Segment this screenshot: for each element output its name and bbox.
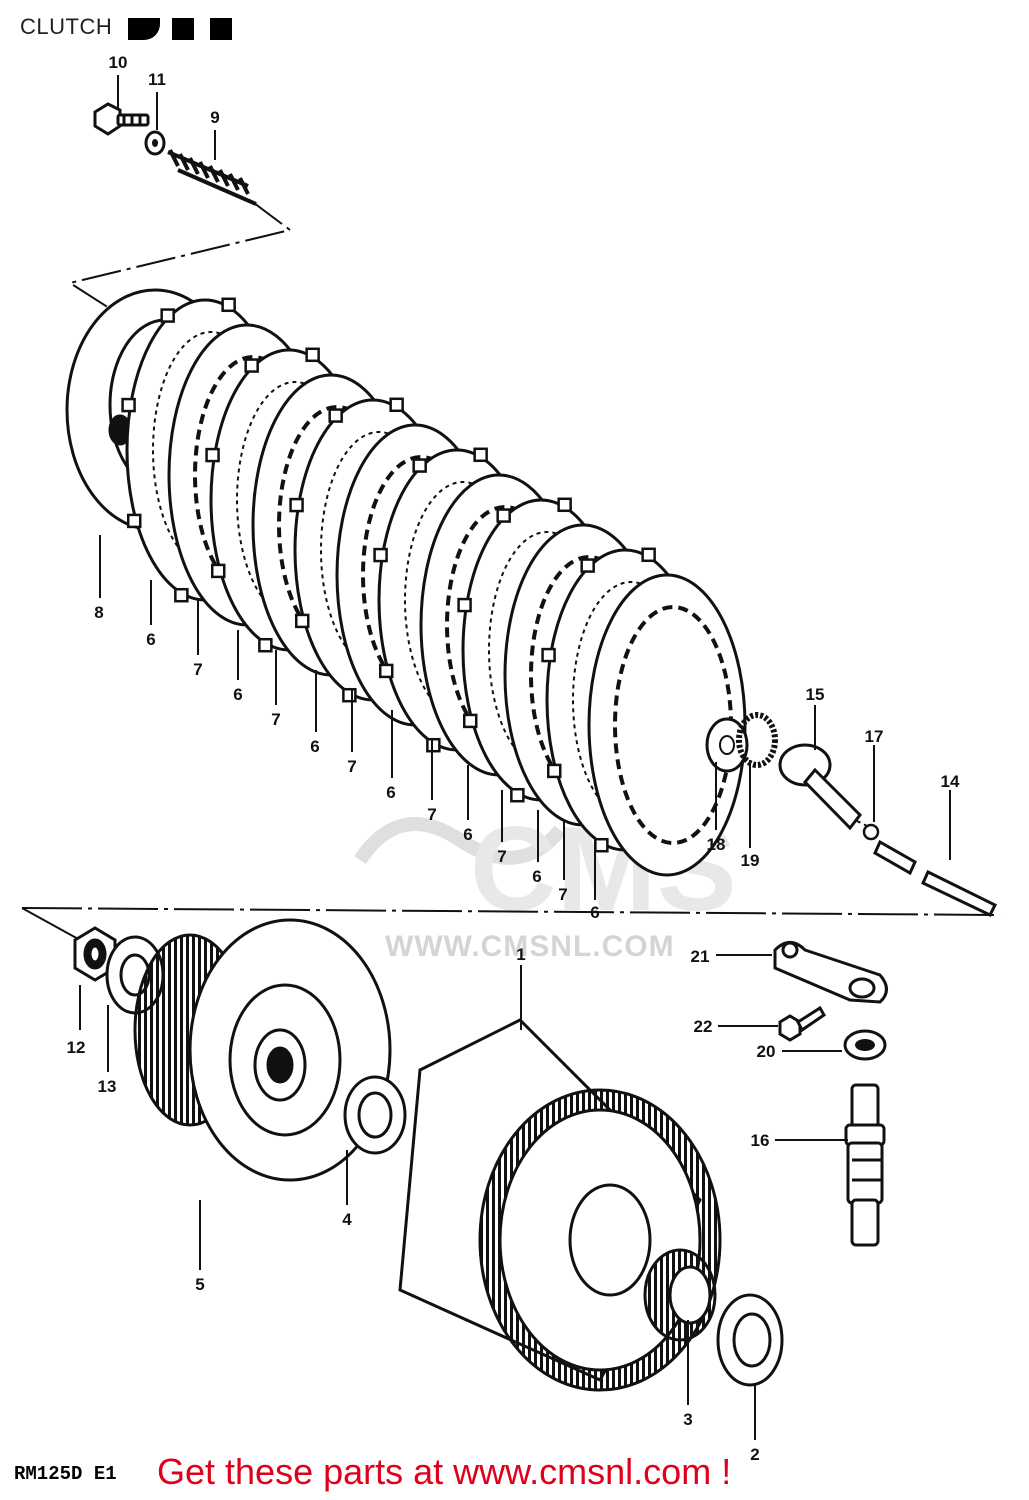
release-shaft [844,1083,886,1247]
callout-6: 6 [532,867,541,886]
callout-18: 18 [707,835,726,854]
callout-6: 6 [310,737,319,756]
callout-22: 22 [694,1017,713,1036]
callout-14: 14 [941,772,960,791]
push-piece [778,743,862,831]
callout-17: 17 [865,727,884,746]
callout-15: 15 [806,685,825,704]
title-redaction-mark [172,18,194,40]
callout-6: 6 [386,783,395,802]
callout-6: 6 [146,630,155,649]
callout-6: 6 [590,903,599,922]
callout-2: 2 [750,1445,759,1464]
cta-link[interactable]: Get these parts at www.cmsnl.com ! [157,1451,732,1492]
callout-19: 19 [741,851,760,870]
leader-lines [79,75,951,1440]
callout-7: 7 [497,847,506,866]
hub-thrust-washer [343,1075,407,1155]
title-redaction-mark [210,18,232,40]
callout-4: 4 [342,1210,352,1229]
callout-1: 1 [516,945,525,964]
thrust-bearing [736,712,778,768]
needle-bearing [643,1248,717,1342]
callout-7: 7 [558,885,567,904]
sleeve-hub [133,918,392,1182]
callout-8: 8 [94,603,103,622]
spacer-washer [716,1293,784,1387]
callout-labels: 1011986767676767676181915171421222016121… [67,53,960,1464]
title-redaction-mark [128,18,160,40]
callout-21: 21 [691,947,710,966]
callout-6: 6 [463,825,472,844]
release-bolt [778,1005,826,1042]
callout-7: 7 [427,805,436,824]
callout-20: 20 [757,1042,776,1061]
model-code: RM125D E1 [14,1463,117,1485]
clutch-washer-small [144,130,166,156]
callout-7: 7 [193,660,202,679]
oil-seal [843,1029,887,1061]
callout-7: 7 [347,757,356,776]
page-title: CLUTCH [20,14,113,39]
callout-3: 3 [683,1410,692,1429]
clutch-spring [167,149,257,206]
callout-11: 11 [148,70,166,89]
callout-10: 10 [109,53,128,72]
push-rod [873,839,998,917]
release-arm [773,941,888,1004]
clutch-bolt [93,102,150,136]
callout-5: 5 [195,1275,204,1294]
callout-16: 16 [751,1131,770,1150]
steel-ball [862,823,880,841]
callout-9: 9 [210,108,219,127]
assembly-guide-lines [21,199,1001,941]
callout-7: 7 [271,710,280,729]
clutch-plate-stack [121,297,747,877]
callout-12: 12 [67,1038,86,1057]
callout-13: 13 [98,1077,117,1096]
callout-6: 6 [233,685,242,704]
watermark-url: WWW.CMSNL.COM [385,930,675,963]
